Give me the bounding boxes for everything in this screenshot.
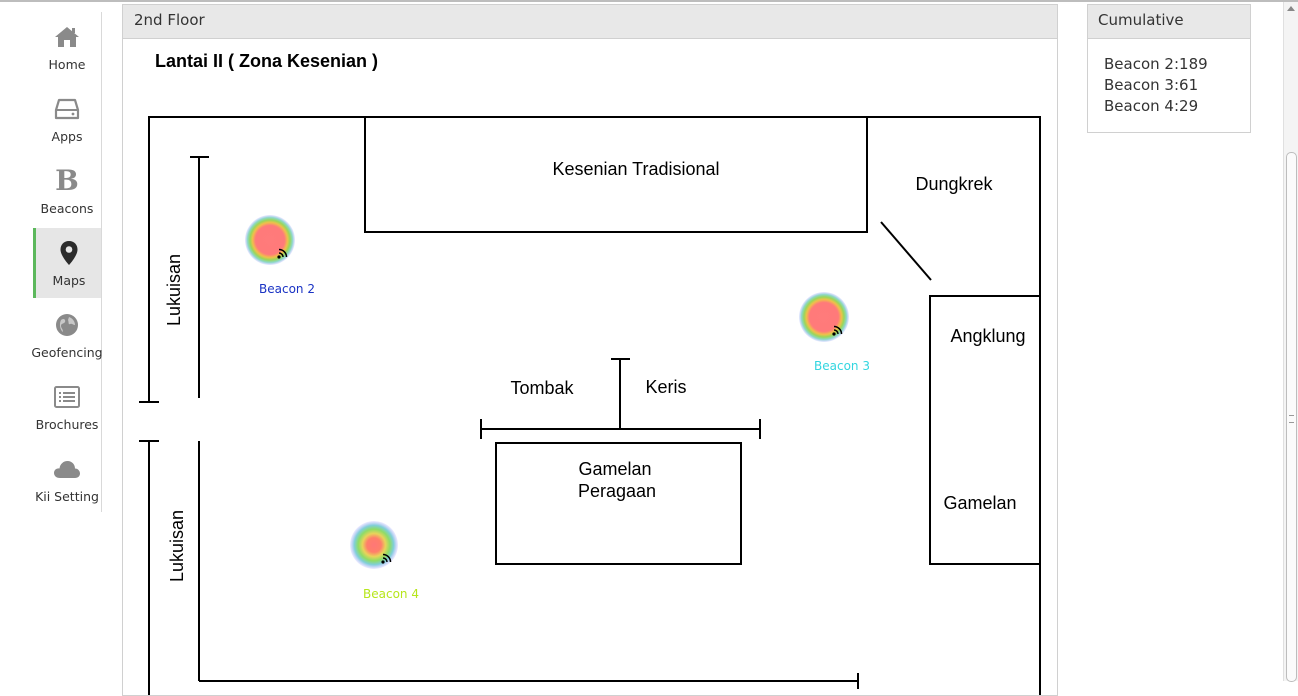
sidebar-nav: Home Apps B Beacons Maps Geofencing Broc… (31, 12, 103, 514)
sidebar-item-label: Brochures (35, 417, 99, 432)
room-label-kesenian: Kesenian Tradisional (552, 159, 719, 179)
room-label-keris: Keris (645, 377, 686, 397)
heatmap-blob (350, 521, 398, 569)
floor-walls (139, 116, 1041, 695)
sidebar-item-geofencing[interactable]: Geofencing (31, 300, 103, 370)
floor-map: Lantai II ( Zona Kesenian ) (139, 51, 1041, 695)
panel-heading: 2nd Floor (123, 5, 1057, 39)
scroll-up-arrow-icon[interactable] (1287, 6, 1295, 11)
beacon-count-name: Beacon 2 (1104, 55, 1174, 73)
heatmap-blob (799, 292, 849, 342)
scrollbar-thumb[interactable] (1286, 152, 1297, 682)
signal-icon (381, 553, 392, 564)
heatmap-blob (245, 215, 295, 265)
cloud-icon (33, 456, 101, 482)
sidebar-item-label: Home (48, 57, 86, 72)
sidebar-item-beacons[interactable]: B Beacons (33, 156, 101, 226)
beacon-count-list: Beacon 2:189 Beacon 3:61 Beacon 4:29 (1104, 54, 1208, 117)
sidebar-item-kii-setting[interactable]: Kii Setting (33, 444, 101, 514)
list-icon (33, 384, 101, 410)
sidebar-item-label: Geofencing (31, 345, 103, 360)
map-marker-icon (36, 240, 101, 266)
beacon-count-row: Beacon 3:61 (1104, 76, 1199, 94)
beacon-label: Beacon 4 (363, 587, 419, 601)
beacon-count-name: Beacon 4 (1104, 97, 1174, 115)
signal-icon (277, 248, 288, 259)
room-label-lukuisan-bottom: Lukuisan (167, 510, 187, 582)
sidebar-item-home[interactable]: Home (33, 12, 101, 82)
sidebar-item-label: Apps (51, 129, 83, 144)
signal-icon (832, 325, 843, 336)
beacon-4-marker[interactable]: Beacon 4 (350, 521, 419, 601)
beacon-count-row: Beacon 2:189 (1104, 55, 1208, 73)
sidebar-item-maps[interactable]: Maps (33, 228, 101, 298)
beacon-b-icon: B (33, 164, 101, 197)
page-scrollbar[interactable] (1283, 2, 1298, 682)
room-label-gamelan-peragaan-line1: Gamelan (578, 459, 651, 479)
hard-drive-icon (33, 96, 101, 122)
beacon-label: Beacon 2 (259, 282, 315, 296)
floor-title: 2nd Floor (134, 11, 205, 29)
cumulative-heading: Cumulative (1088, 5, 1250, 39)
beacon-count-value: 29 (1179, 97, 1199, 115)
room-label-lukuisan-top: Lukuisan (164, 254, 184, 326)
beacon-label: Beacon 3 (814, 359, 870, 373)
top-border (0, 0, 1298, 2)
scroll-grip-icon (1289, 415, 1294, 423)
room-label-dungkrek: Dungkrek (915, 174, 993, 194)
floor-panel: 2nd Floor Lantai II ( Zona Kesenian ) (122, 4, 1058, 696)
beacon-2-marker[interactable]: Beacon 2 (245, 215, 315, 296)
beacon-count-value: 189 (1179, 55, 1208, 73)
beacon-count-name: Beacon 3 (1104, 76, 1174, 94)
sidebar-item-apps[interactable]: Apps (33, 84, 101, 154)
map-title: Lantai II ( Zona Kesenian ) (155, 51, 378, 71)
globe-icon (33, 312, 101, 338)
room-label-gamelan-peragaan-line2: Peragaan (578, 481, 656, 501)
room-label-gamelan: Gamelan (943, 493, 1016, 513)
sidebar-item-brochures[interactable]: Brochures (33, 372, 101, 442)
room-label-angklung: Angklung (950, 326, 1025, 346)
home-icon (33, 24, 101, 50)
sidebar-item-label: Beacons (40, 201, 94, 216)
sidebar-item-label: Maps (52, 273, 86, 288)
cumulative-panel: Cumulative Beacon 2:189 Beacon 3:61 Beac… (1087, 4, 1251, 133)
beacon-3-marker[interactable]: Beacon 3 (799, 292, 870, 373)
beacon-count-value: 61 (1179, 76, 1199, 94)
cumulative-title: Cumulative (1098, 11, 1184, 29)
room-label-tombak: Tombak (510, 378, 574, 398)
beacon-count-row: Beacon 4:29 (1104, 97, 1199, 115)
beacon-b-glyph: B (55, 164, 79, 197)
sidebar-item-label: Kii Setting (35, 489, 99, 504)
